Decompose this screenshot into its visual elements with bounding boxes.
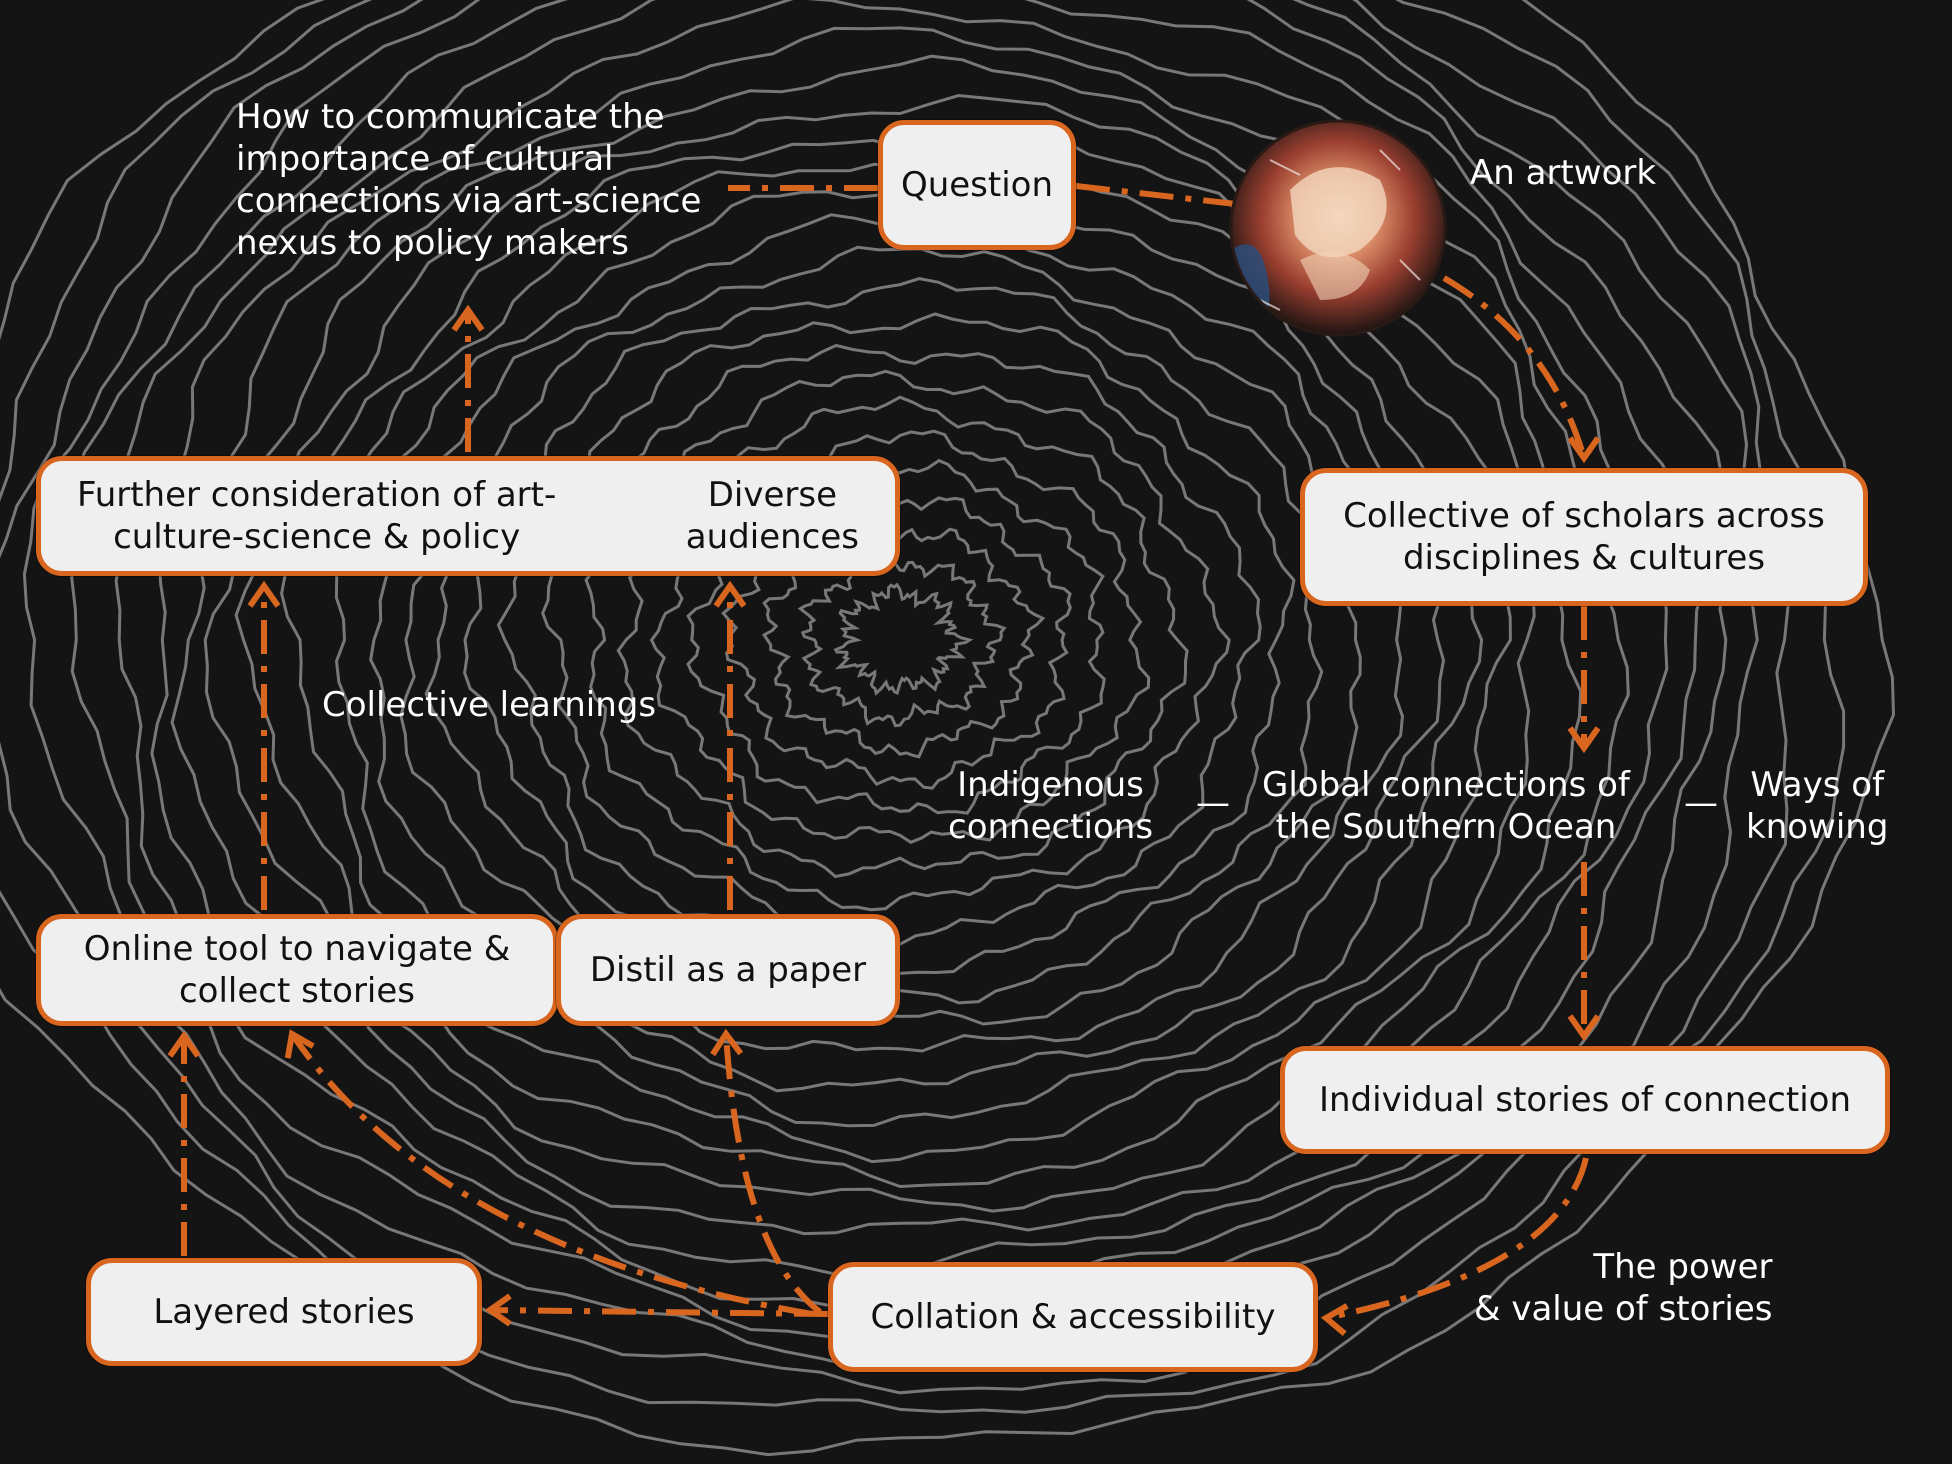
arrowhead [1567,1014,1601,1042]
tree-ring [0,0,1846,1414]
ways-of-knowing-label: Ways of knowing [1746,765,1889,848]
indigenous-connections-label: Indigenous connections [948,765,1154,848]
connector-scholars-to-stories-a [1567,606,1601,754]
tree-ring [496,312,1296,975]
connector-further-to-communicate [451,304,485,452]
tree-ring [686,458,1106,815]
tree-ring [616,395,1189,879]
tree-ring [541,343,1262,948]
arrowhead [284,1029,315,1059]
connector-artwork-to-scholars [1442,275,1601,464]
diverse-audiences-label: Diverse audiences [685,474,859,557]
connector-question-to-artwork [1075,183,1237,207]
collective-scholars-node: Collective of scholars across discipline… [1300,468,1868,606]
tree-ring [150,0,1669,1275]
question-node: Question [878,120,1076,250]
connector-collation-to-layered [484,1293,829,1327]
connector-layered-to-online [167,1030,201,1256]
connector-online-to-further [247,580,281,910]
further-consideration-node: Further consideration of art- culture-sc… [36,456,900,576]
tree-ring [22,0,1759,1370]
tree-ring [761,526,1046,759]
arrowhead [1567,436,1601,464]
connector-collation-to-online [284,1029,813,1317]
arrowhead [1320,1303,1349,1336]
online-tool-node: Online tool to navigate & collect storie… [36,914,558,1026]
tree-ring [584,369,1231,912]
power-value-label: The power & value of stories [1474,1247,1773,1330]
arrowhead [451,304,485,332]
tree-ring [649,429,1151,844]
collective-learnings-label: Collective learnings [322,685,657,725]
collation-node: Collation & accessibility [828,1262,1318,1372]
tree-ring [833,582,974,696]
dash-separator: — [1196,783,1230,823]
tree-ring [399,213,1405,1053]
arrowhead [167,1030,201,1058]
global-connections-label: Global connections of the Southern Ocean [1262,765,1630,848]
arrowhead [710,1028,744,1057]
arrowhead [247,580,281,608]
tree-ring [234,93,1539,1189]
communicate-question-label: How to communicate the importance of cul… [236,97,702,264]
tree-ring [463,277,1324,1005]
layered-stories-node: Layered stories [86,1258,482,1366]
arrowhead [484,1293,512,1327]
tree-ring [0,0,1896,1457]
distil-paper-node: Distil as a paper [556,914,900,1026]
dash-separator: — [1684,783,1718,823]
tree-ring [424,245,1362,1026]
individual-stories-node: Individual stories of connection [1280,1046,1890,1154]
tree-ring [0,0,1790,1395]
question-node-label: Question [900,164,1054,205]
connector-scholars-to-stories-b [1567,862,1601,1042]
tree-ring [70,0,1734,1344]
tree-ring [797,549,1007,728]
tree-ring [114,0,1708,1309]
artwork-label: An artwork [1470,153,1657,193]
arrowhead [1567,726,1601,754]
connector-stories-to-collation [1320,1157,1589,1336]
tree-ring [280,135,1512,1164]
connector-distil-to-audiences [713,580,747,910]
tree-ring [369,188,1446,1093]
connector-collation-to-distil [710,1028,822,1315]
arrowhead [713,580,747,608]
tree-ring [325,162,1484,1128]
further-consideration-label: Further consideration of art- culture-sc… [77,474,557,557]
